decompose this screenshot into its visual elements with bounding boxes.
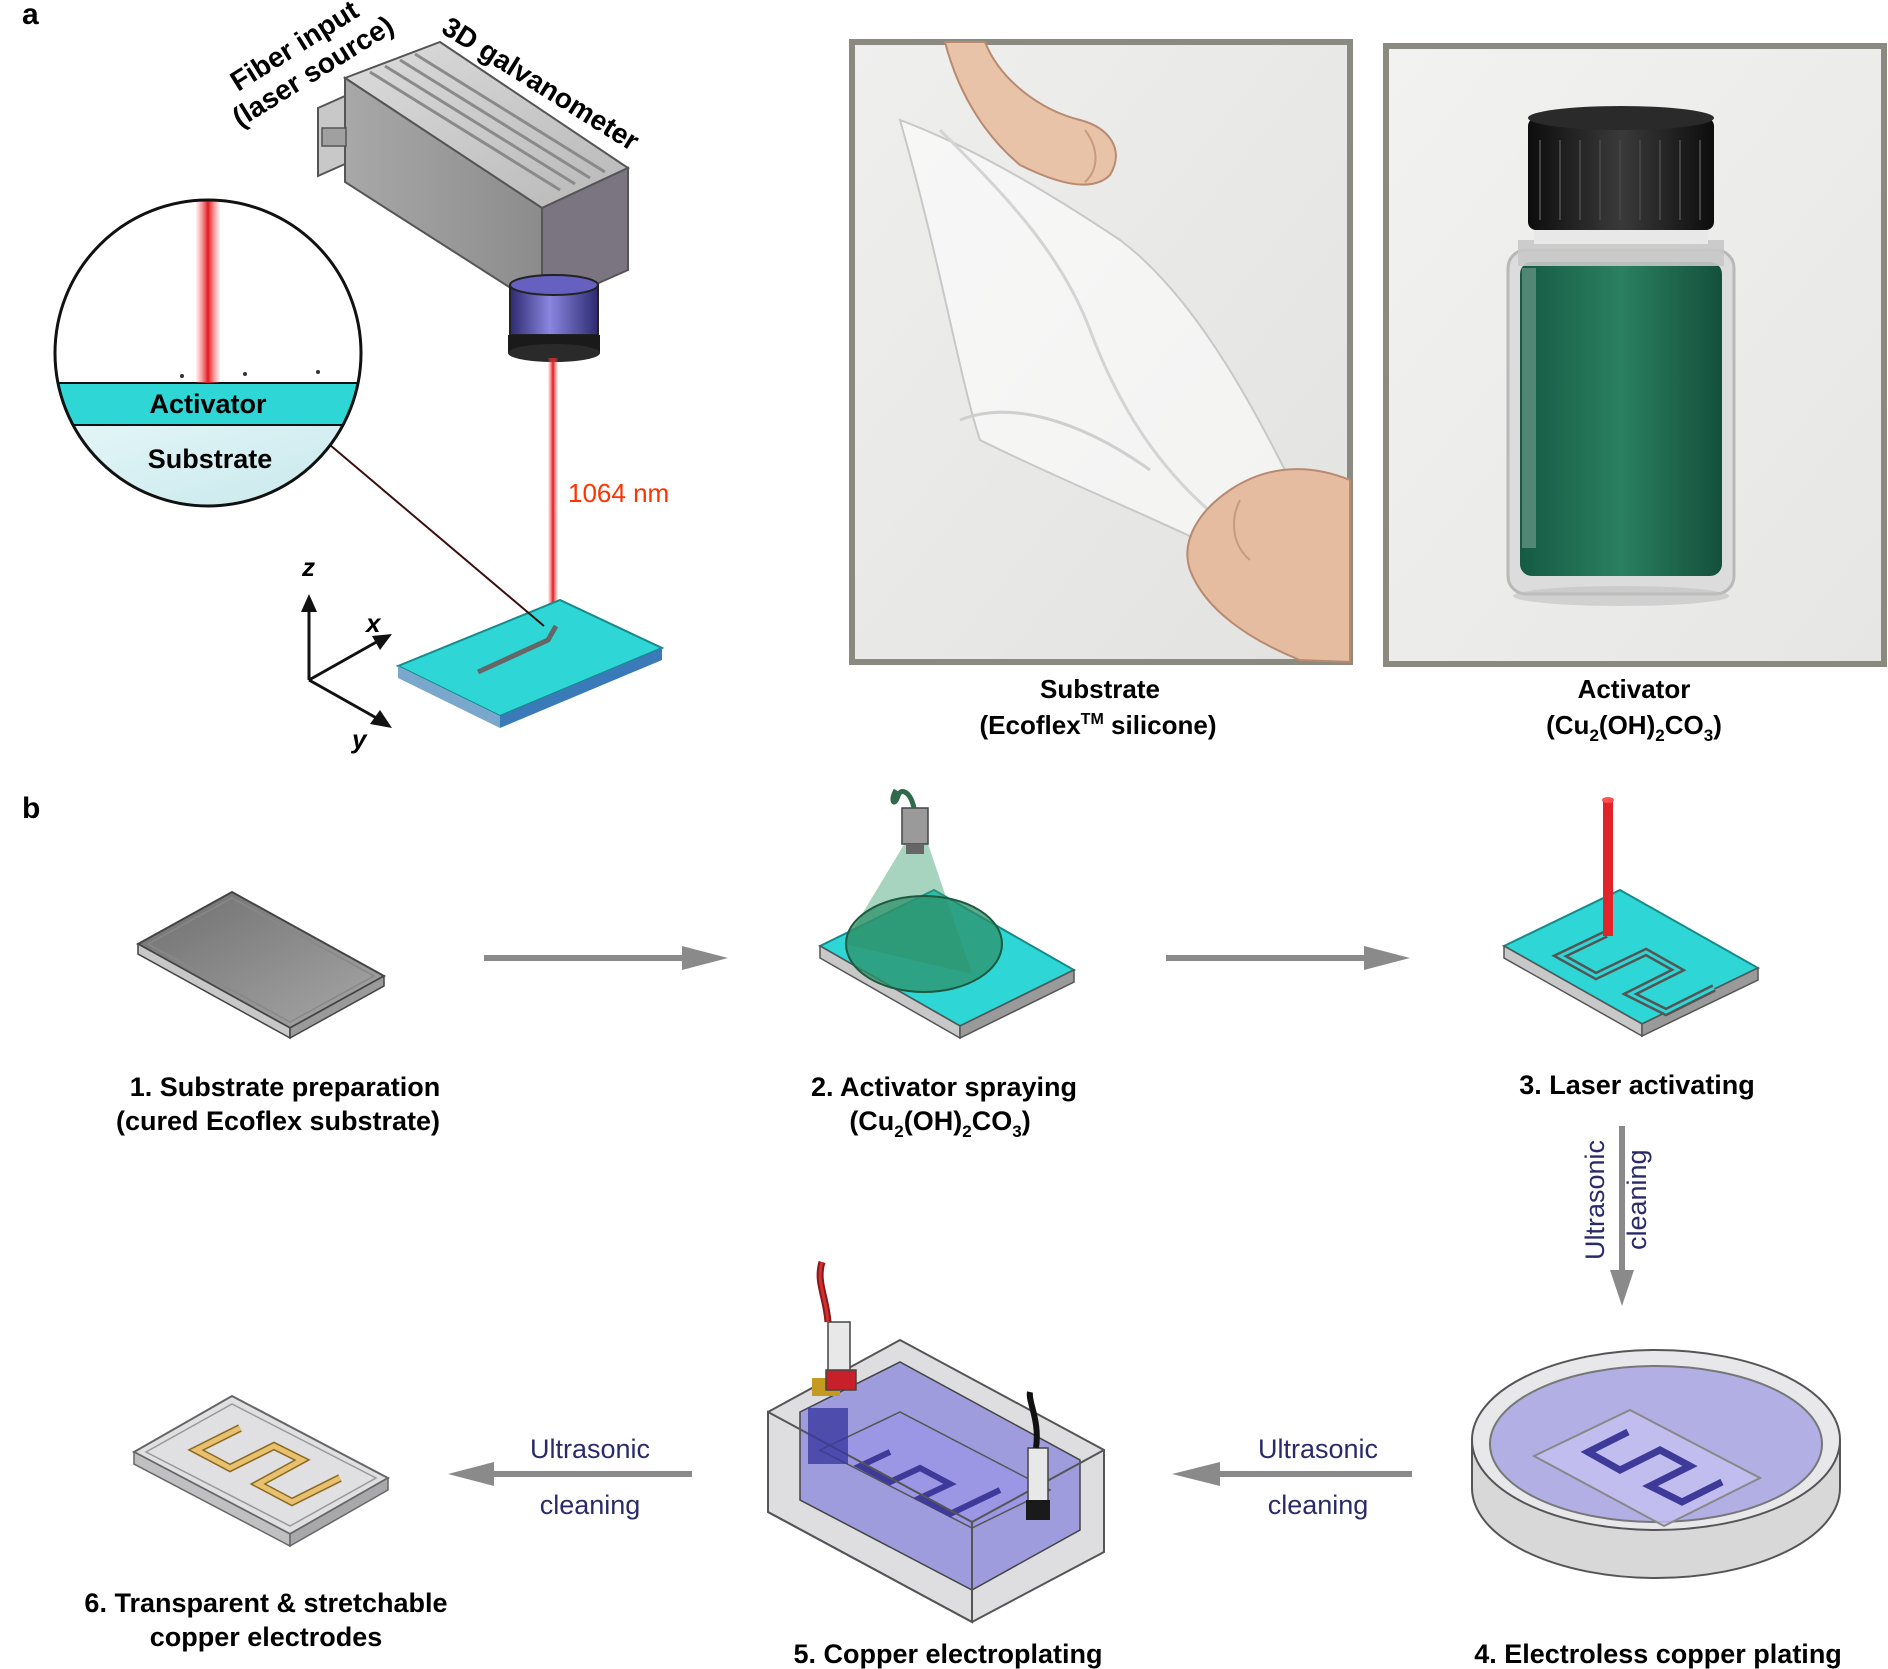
step4-label: 4. Electroless copper plating: [1474, 1639, 1842, 1669]
axis-y-label: y: [350, 724, 368, 754]
arrow-step1-to-2: [484, 946, 728, 970]
step1-label-2: (cured Ecoflex substrate): [116, 1106, 440, 1136]
step5-label: 5. Copper electroplating: [793, 1639, 1102, 1669]
magnified-inset: Activator Substrate: [53, 198, 363, 508]
cleaning-a-2: cleaning: [1268, 1490, 1369, 1520]
cleaning-b-2: cleaning: [540, 1490, 641, 1520]
objective-lens: [508, 274, 600, 362]
cleaning-vertical-1: Ultrasonic: [1580, 1140, 1610, 1260]
galvanometer: [317, 40, 631, 310]
wavelength-label: 1064 nm: [568, 478, 669, 508]
cleaning-vertical-2: cleaning: [1622, 1149, 1652, 1250]
xyz-axes: z x y: [301, 552, 392, 754]
arrow-step2-to-3: [1166, 946, 1410, 970]
step1-label-1: 1. Substrate preparation: [130, 1072, 441, 1102]
cleaning-a-1: Ultrasonic: [1258, 1434, 1378, 1464]
laser-beam: [548, 358, 558, 626]
arrow-step5-to-6: [448, 1462, 692, 1486]
photo2-caption-1: Activator: [1578, 674, 1691, 704]
step2-formula: (Cu2(OH)2CO3): [849, 1106, 1030, 1141]
step5-illustration: [767, 1260, 1105, 1624]
panel-b-letter: b: [22, 792, 40, 825]
photo2-formula: (Cu2(OH)2CO3): [1546, 710, 1722, 745]
step2-illustration: [817, 788, 1077, 1040]
step2-label-1: 2. Activator spraying: [811, 1072, 1077, 1102]
panel-a-substrate: [395, 598, 665, 728]
step4-illustration: [1471, 1349, 1841, 1579]
step1-illustration: [135, 890, 387, 1040]
photo-substrate: [849, 39, 1353, 665]
arrow-step4-to-5: [1172, 1462, 1412, 1486]
axis-z-label: z: [301, 552, 315, 582]
arrow-step3-to-4: [1610, 1126, 1634, 1306]
inset-leader-line: [329, 444, 545, 627]
photo1-caption-1: Substrate: [1040, 674, 1160, 704]
inset-activator-label: Activator: [149, 389, 267, 419]
axis-x-label: x: [364, 608, 382, 638]
photo-activator-vial: [1383, 43, 1887, 667]
panel-a-letter: a: [22, 0, 39, 31]
cleaning-b-1: Ultrasonic: [530, 1434, 650, 1464]
step6-label-1: 6. Transparent & stretchable: [84, 1588, 447, 1618]
photo1-caption-2: (EcoflexTM silicone): [980, 710, 1217, 740]
inset-substrate-label: Substrate: [148, 444, 273, 474]
step6-illustration: [131, 1394, 391, 1548]
step6-label-2: copper electrodes: [150, 1622, 383, 1652]
step3-illustration: [1501, 797, 1761, 1038]
step3-label: 3. Laser activating: [1519, 1070, 1755, 1100]
